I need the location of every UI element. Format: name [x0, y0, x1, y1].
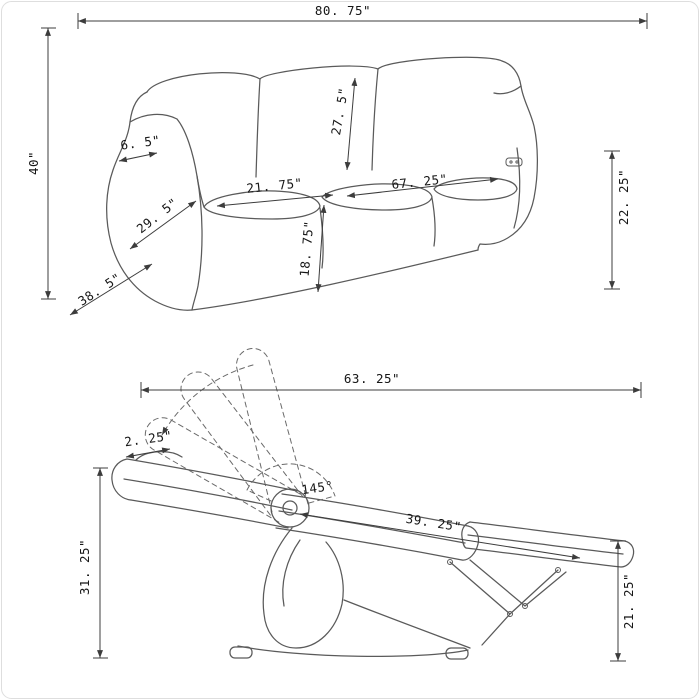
sofa-front-skirt	[191, 249, 479, 311]
dim-recliner-headrest-thickness: 2. 25"	[123, 428, 173, 459]
recliner-pivot-inner	[282, 500, 298, 516]
dim-recliner-overall-height: 31. 25"	[77, 467, 108, 659]
dim-recliner-overall-width-label: 63. 25"	[344, 371, 400, 386]
sofa-left-arm	[106, 91, 193, 311]
recline-angle-arc	[246, 463, 336, 497]
recliner-back-top-edge	[126, 458, 298, 492]
dim-sofa-overall-height-label: 40"	[26, 151, 41, 175]
recliner-footrest-right-cap	[620, 540, 635, 568]
linkage-joint-2	[522, 603, 528, 609]
dim-sofa-seat-cushion-width: 21. 75"	[216, 175, 334, 209]
recliner-side-panel-seam	[282, 539, 301, 607]
recliner-linkage	[449, 559, 567, 646]
power-button-dot-1	[509, 160, 513, 164]
dim-sofa-interior-seat-width-label: 67. 25"	[391, 171, 448, 192]
dim-recliner-overall-width: 63. 25"	[140, 371, 642, 398]
recliner-ghost-back-low	[144, 417, 301, 525]
recliner-dimensions: 63. 25" 2. 25" 145° 39. 25" 31. 25"	[77, 371, 642, 662]
sofa-diagram: 80. 75" 40" 6. 5" 27. 5" 21. 75"	[26, 3, 648, 316]
recline-angle-radius-right	[308, 495, 336, 504]
linkage-joint-1	[507, 611, 513, 617]
recliner-front-foot	[229, 646, 253, 659]
recliner-base-rail	[237, 645, 469, 658]
recliner-rear-foot	[445, 647, 469, 660]
sofa-left-arm-front-seam	[191, 175, 203, 311]
linkage-joint-4	[555, 567, 561, 573]
power-button-panel	[505, 157, 523, 167]
dim-sofa-arm-top-width: 6. 5"	[118, 132, 161, 163]
sofa-back-seam-right	[371, 68, 379, 171]
sofa-right-arm-top	[493, 85, 522, 95]
dim-sofa-arm-top-width-label: 6. 5"	[119, 132, 161, 152]
recliner-back-bottom-edge	[130, 499, 289, 529]
sofa-left-arm-top	[129, 113, 178, 123]
dim-sofa-seat-cushion-width-label: 21. 75"	[246, 175, 303, 196]
recliner-base-strut	[343, 599, 471, 649]
dim-sofa-overall-height: 40"	[26, 27, 56, 300]
dim-recliner-footrest-height-label: 21. 25"	[621, 573, 636, 629]
sofa-back-outline	[146, 56, 503, 93]
dim-sofa-interior-seat-width: 67. 25"	[346, 171, 499, 199]
recliner-ghost-back-mid	[180, 371, 304, 517]
dim-recliner-headrest-thickness-label: 2. 25"	[123, 428, 173, 450]
sofa-skirt-seam-2	[431, 197, 436, 247]
recliner-back-end-cap	[111, 458, 132, 501]
recliner-diagram: 63. 25" 2. 25" 145° 39. 25" 31. 25"	[77, 348, 642, 662]
dim-sofa-seat-height: 18. 75"	[297, 204, 327, 293]
dim-recline-angle-label: 145°	[300, 478, 334, 497]
recliner-pivot-outer	[270, 488, 310, 528]
recline-angle-radius-left	[246, 489, 272, 502]
dim-sofa-overall-width: 80. 75"	[77, 3, 648, 29]
dim-recliner-overall-height-label: 31. 25"	[77, 539, 92, 595]
recliner-side-panel	[262, 527, 344, 649]
dim-sofa-overall-width-label: 80. 75"	[315, 3, 371, 18]
dim-recliner-footrest-height: 21. 25"	[610, 540, 636, 662]
sofa-back-seam-left	[255, 78, 261, 178]
sofa-right-arm-front-seam	[513, 147, 521, 229]
dim-sofa-seat-height-label: 18. 75"	[297, 220, 317, 277]
dim-sofa-arm-height-label: 22. 25"	[616, 169, 631, 225]
power-button-dot-2	[515, 160, 519, 164]
recliner-ghost-back-upright	[236, 348, 309, 513]
dim-recline-angle: 145°	[300, 478, 334, 497]
dim-sofa-arm-height: 22. 25"	[604, 150, 631, 290]
